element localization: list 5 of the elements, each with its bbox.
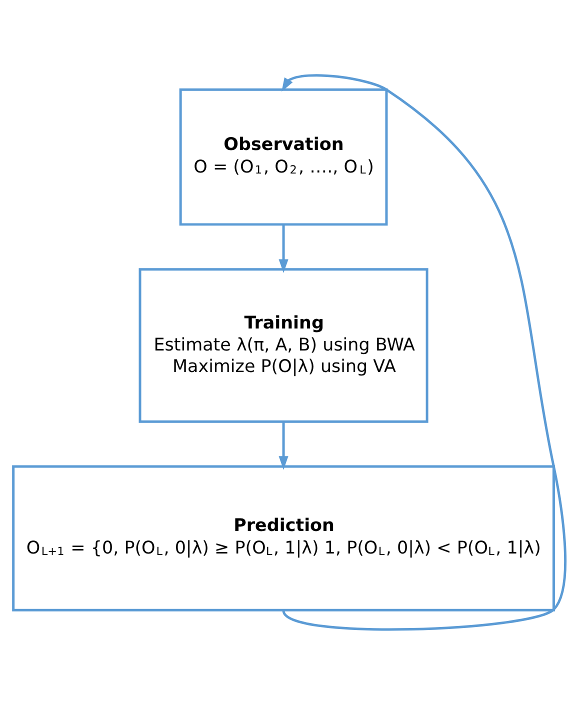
node-box: Prediction OL+1 = {0, P(OL, 0|λ) ≥ P(OL, 1|λ) 1, P(OL, 0|λ) < P(OL, 1|λ) <box>12 465 555 612</box>
arrow <box>278 422 288 470</box>
arrow <box>278 224 288 274</box>
node-box: Training Estimate λ(π, A, B) using BWA Maximize P(O|λ) using VA <box>138 268 428 423</box>
arrow <box>282 74 566 631</box>
